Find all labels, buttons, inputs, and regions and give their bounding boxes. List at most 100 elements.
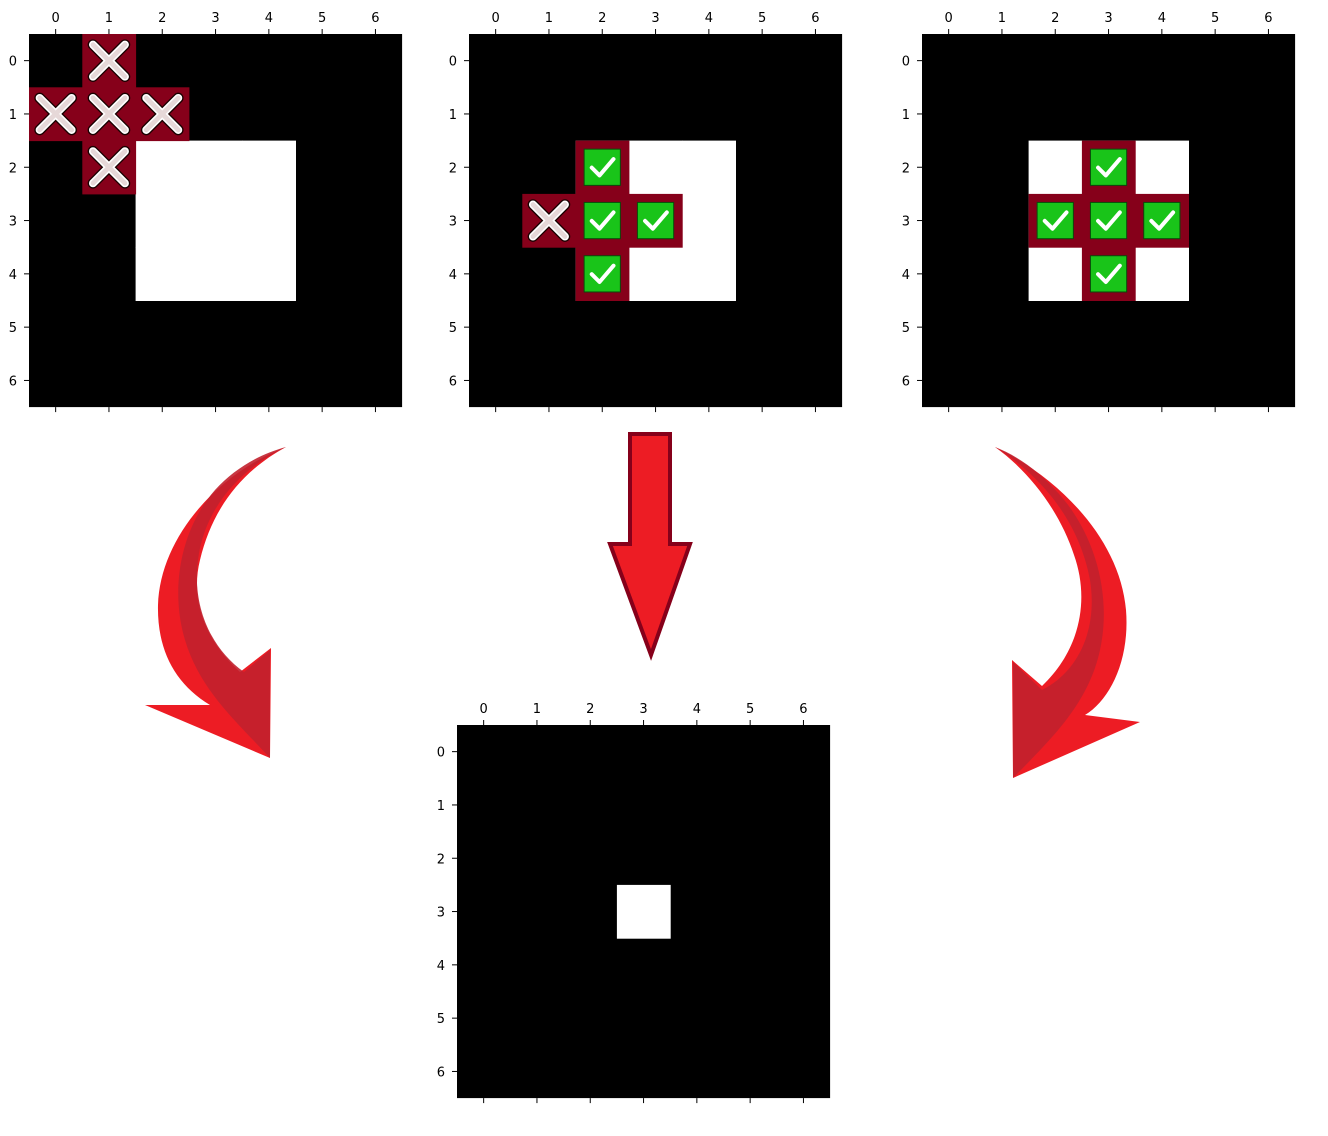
x-tick-label: 2 <box>598 11 606 26</box>
foreground-cell <box>1135 247 1189 301</box>
x-mark-icon <box>87 145 131 189</box>
y-tick-label: 6 <box>449 374 457 389</box>
x-tick-label: 0 <box>492 11 500 26</box>
check-mark-icon <box>1089 201 1128 240</box>
x-tick-label: 6 <box>799 702 807 717</box>
y-tick-label: 2 <box>902 161 910 176</box>
foreground-cell <box>135 140 190 195</box>
y-tick-label: 5 <box>449 321 457 336</box>
foreground-cell <box>1135 140 1189 195</box>
erosion-step-3: 0 0 1 1 2 2 3 3 4 4 5 5 6 6 <box>902 11 1296 413</box>
y-tick-label: 4 <box>902 268 910 283</box>
foreground-cell <box>135 193 190 248</box>
transition-arrows <box>145 432 1140 778</box>
x-tick-label: 5 <box>1211 11 1219 26</box>
y-tick-label: 6 <box>902 374 910 389</box>
x-tick-label: 3 <box>1104 11 1112 26</box>
y-tick-label: 5 <box>437 1012 445 1027</box>
y-tick-label: 0 <box>449 55 457 70</box>
y-tick-label: 6 <box>437 1065 445 1080</box>
y-tick-label: 1 <box>9 108 17 123</box>
y-tick-label: 5 <box>9 321 17 336</box>
erosion-step-1: 0 0 1 1 2 2 3 3 4 4 5 5 6 6 <box>9 11 403 413</box>
y-tick-label: 2 <box>9 161 17 176</box>
x-tick-label: 1 <box>105 11 113 26</box>
x-tick-label: 4 <box>693 702 701 717</box>
foreground-cell <box>628 247 683 301</box>
check-mark-icon <box>583 201 621 240</box>
foreground-cell <box>188 140 243 195</box>
x-tick-label: 5 <box>746 702 754 717</box>
x-tick-label: 2 <box>1051 11 1059 26</box>
x-tick-label: 3 <box>211 11 219 26</box>
y-tick-label: 1 <box>437 799 445 814</box>
y-tick-label: 0 <box>9 55 17 70</box>
y-tick-label: 2 <box>449 161 457 176</box>
x-tick-label: 6 <box>811 11 819 26</box>
y-tick-label: 4 <box>9 268 17 283</box>
foreground-cell <box>682 193 736 248</box>
curved-arrow-right <box>995 447 1140 778</box>
y-tick-label: 0 <box>437 746 445 761</box>
y-tick-label: 1 <box>449 108 457 123</box>
y-tick-label: 4 <box>449 268 457 283</box>
foreground-cell <box>1028 140 1083 195</box>
foreground-cell <box>1028 247 1083 301</box>
x-tick-label: 5 <box>318 11 326 26</box>
check-mark-icon <box>583 255 621 293</box>
y-tick-label: 3 <box>902 215 910 230</box>
foreground-cell <box>242 247 296 301</box>
x-tick-label: 3 <box>651 11 659 26</box>
x-tick-label: 0 <box>480 702 488 717</box>
foreground-cell <box>242 193 296 248</box>
x-mark-icon <box>87 39 131 82</box>
y-tick-label: 3 <box>437 906 445 921</box>
foreground-cell <box>242 140 296 195</box>
curved-arrow-shade <box>995 447 1104 778</box>
check-mark-icon <box>1143 201 1181 240</box>
x-mark-icon <box>140 92 184 136</box>
curved-arrow-left <box>145 447 286 758</box>
check-mark-icon <box>583 148 621 186</box>
x-tick-label: 2 <box>158 11 166 26</box>
check-mark-icon <box>636 201 675 240</box>
x-tick-label: 0 <box>945 11 953 26</box>
x-tick-label: 4 <box>265 11 273 26</box>
foreground-cell <box>188 193 243 248</box>
foreground-cell <box>616 884 671 939</box>
x-mark-icon <box>527 199 571 242</box>
y-tick-label: 4 <box>437 959 445 974</box>
x-tick-label: 1 <box>533 702 541 717</box>
erosion-step-2: 0 0 1 1 2 2 3 3 4 4 5 5 6 6 <box>449 11 843 413</box>
foreground-cell <box>682 247 736 301</box>
x-tick-label: 1 <box>545 11 553 26</box>
y-tick-label: 3 <box>9 215 17 230</box>
x-tick-label: 1 <box>998 11 1006 26</box>
x-mark-icon <box>34 92 77 136</box>
x-tick-label: 0 <box>52 11 60 26</box>
x-tick-label: 2 <box>586 702 594 717</box>
x-tick-label: 4 <box>1158 11 1166 26</box>
x-tick-label: 5 <box>758 11 766 26</box>
foreground-cell <box>628 140 683 195</box>
x-mark-icon <box>87 92 131 136</box>
y-tick-label: 6 <box>9 374 17 389</box>
check-mark-icon <box>1036 201 1074 240</box>
y-tick-label: 3 <box>449 215 457 230</box>
erosion-result: 0 0 1 1 2 2 3 3 4 4 5 5 6 6 <box>437 702 831 1104</box>
foreground-cell <box>188 247 243 301</box>
foreground-cell <box>135 247 190 301</box>
y-tick-label: 2 <box>437 852 445 867</box>
x-tick-label: 6 <box>371 11 379 26</box>
y-tick-label: 1 <box>902 108 910 123</box>
x-tick-label: 4 <box>705 11 713 26</box>
grid-panels: 0 0 1 1 2 2 3 3 4 4 5 5 6 6 0 0 1 1 2 2 3 3 4 4 5 5 6 6 0 0 1 1 2 2 3 3 4 4 5 5… <box>9 11 1296 1104</box>
y-tick-label: 0 <box>902 55 910 70</box>
y-tick-label: 5 <box>902 321 910 336</box>
check-mark-icon <box>1089 148 1128 186</box>
check-mark-icon <box>1089 255 1128 293</box>
down-arrow-center <box>607 432 693 661</box>
foreground-cell <box>682 140 736 195</box>
x-tick-label: 6 <box>1264 11 1272 26</box>
x-tick-label: 3 <box>639 702 647 717</box>
